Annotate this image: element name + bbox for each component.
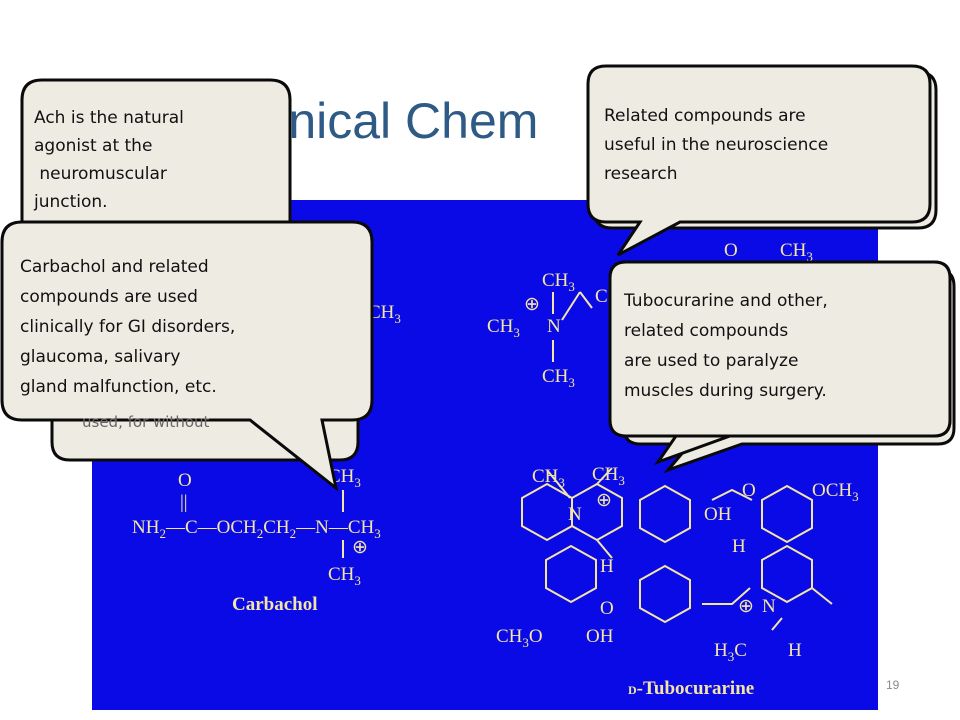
callout-carbachol-line: clinically for GI disorders,: [20, 317, 236, 337]
left-fragment-ch3: CH3: [368, 302, 401, 326]
tubo-label-h-right: H: [732, 536, 746, 557]
atom-n: N: [547, 316, 561, 337]
tubo-label-h3c: H3C: [714, 640, 747, 664]
tubo-label-n-bottom: N: [762, 596, 776, 617]
callout-ach-line: neuromuscular: [34, 164, 167, 184]
tubocurarine-name: D-Tubocurarine: [628, 678, 754, 699]
callout-research-text: Related compounds are useful in the neur…: [604, 102, 828, 189]
tubo-label-oh-bottom: OH: [586, 626, 614, 647]
tubo-label-o-mid: O: [600, 598, 614, 619]
atom-o-top: O: [724, 240, 738, 261]
carbachol-atom-o: O: [178, 470, 192, 491]
carbachol-structure: O || CH3 NH2—C—OCH2CH2—N—CH3 ⊕ CH3 Carba…: [132, 466, 381, 615]
carbachol-plus-charge: ⊕: [352, 537, 368, 558]
callout-research-line: useful in the neuroscience: [604, 135, 829, 155]
atom-c: C: [595, 286, 608, 307]
callout-carbachol-line: Carbachol and related: [20, 257, 209, 277]
callout-ach-line: agonist at the: [34, 136, 153, 156]
callout-carbachol-line: gland malfunction, etc.: [20, 377, 217, 397]
callout-hidden-text: used, for without: [82, 413, 210, 430]
carbachol-formula: NH2—C—OCH2CH2—N—CH3: [132, 517, 381, 541]
callout-carbachol-line: glaucoma, salivary: [20, 347, 181, 367]
tubo-label-ch3-a: CH3: [532, 466, 565, 490]
callout-tubocurarine-line: Tubocurarine and other,: [624, 291, 828, 311]
tubo-label-n-top: N: [568, 504, 582, 525]
callout-research-line: research: [604, 164, 678, 184]
plus-charge: ⊕: [524, 294, 540, 315]
callout-tubocurarine-line: muscles during surgery.: [624, 381, 827, 401]
atom-ch3-top: CH3: [780, 240, 813, 264]
tubocurarine-structure: [521, 467, 833, 631]
tubo-label-ch3o: CH3O: [496, 626, 543, 650]
callout-ach-line: Ach is the natural: [34, 108, 184, 128]
atom-ch3-b: CH3: [487, 316, 520, 340]
callout-carbachol-line: compounds are used: [20, 287, 198, 307]
callout-carbachol-text: Carbachol and related compounds are used…: [20, 252, 235, 402]
callout-ach-text: Ach is the natural agonist at the neurom…: [34, 104, 184, 216]
tubo-label-ch3-b: CH3: [592, 464, 625, 488]
callout-ach-line: junction.: [34, 192, 108, 212]
slide-title: Clinical Chem: [230, 93, 539, 149]
tubo-plus-top: ⊕: [596, 490, 612, 511]
atom-ch3-c: CH3: [542, 366, 575, 390]
tubo-label-och3: OCH3: [812, 480, 859, 504]
callout-tubocurarine-text: Tubocurarine and other, related compound…: [624, 286, 828, 406]
tubo-plus-bottom: ⊕: [738, 596, 754, 617]
carbachol-name: Carbachol: [232, 594, 318, 615]
callout-tubocurarine-line: related compounds: [624, 321, 789, 341]
tubo-label-h-bottom: H: [788, 640, 802, 661]
carbachol-ch3-top: CH3: [328, 466, 361, 490]
carbachol-double-bond: ||: [180, 492, 188, 513]
carbachol-ch3-bottom: CH3: [328, 564, 361, 588]
callout-research-line: Related compounds are: [604, 106, 806, 126]
callout-tubocurarine-line: are used to paralyze: [624, 351, 799, 371]
tubo-label-oh-top: OH: [704, 504, 732, 525]
tubocurarine-labels: CH3 CH3 N ⊕ OH O OCH3 H H N ⊕ CH3O O OH …: [496, 464, 859, 699]
slide-number: 19: [886, 678, 900, 692]
tubo-label-o-top: O: [742, 480, 756, 501]
atom-ch3-a: CH3: [542, 270, 575, 294]
tubo-label-h-left: H: [600, 556, 614, 577]
